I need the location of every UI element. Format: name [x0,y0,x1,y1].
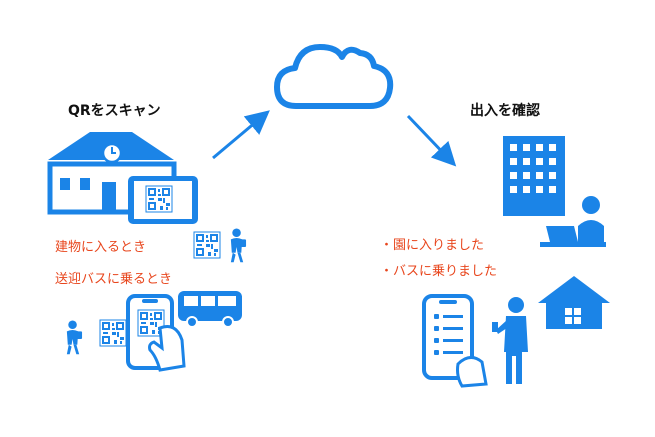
message-boarded-bus: ・バスに乗りました [380,264,498,279]
case-bus-boarding: 送迎バスに乗るとき [55,272,173,287]
hand-phone-icon [126,294,186,372]
child-icon [66,320,83,355]
office-building-icon [503,136,565,216]
smartphone-icon [422,294,488,388]
cloud-icon [274,44,394,109]
child-icon [230,228,247,263]
home-icon [538,276,610,329]
arrow-up-right-icon [212,110,270,160]
bus-icon [178,291,242,328]
right-heading: 出入を確認 [470,103,540,119]
computer-user-icon [540,196,606,247]
qr-code-icon [99,319,127,347]
tablet-qr-icon [128,176,198,224]
case-building-entry: 建物に入るとき [55,240,147,255]
left-heading: QRをスキャン [68,103,161,119]
arrow-down-right-icon [406,114,457,167]
qr-code-icon [193,231,221,259]
message-entered-nursery: ・園に入りました [380,238,485,253]
parent-icon [492,297,528,384]
